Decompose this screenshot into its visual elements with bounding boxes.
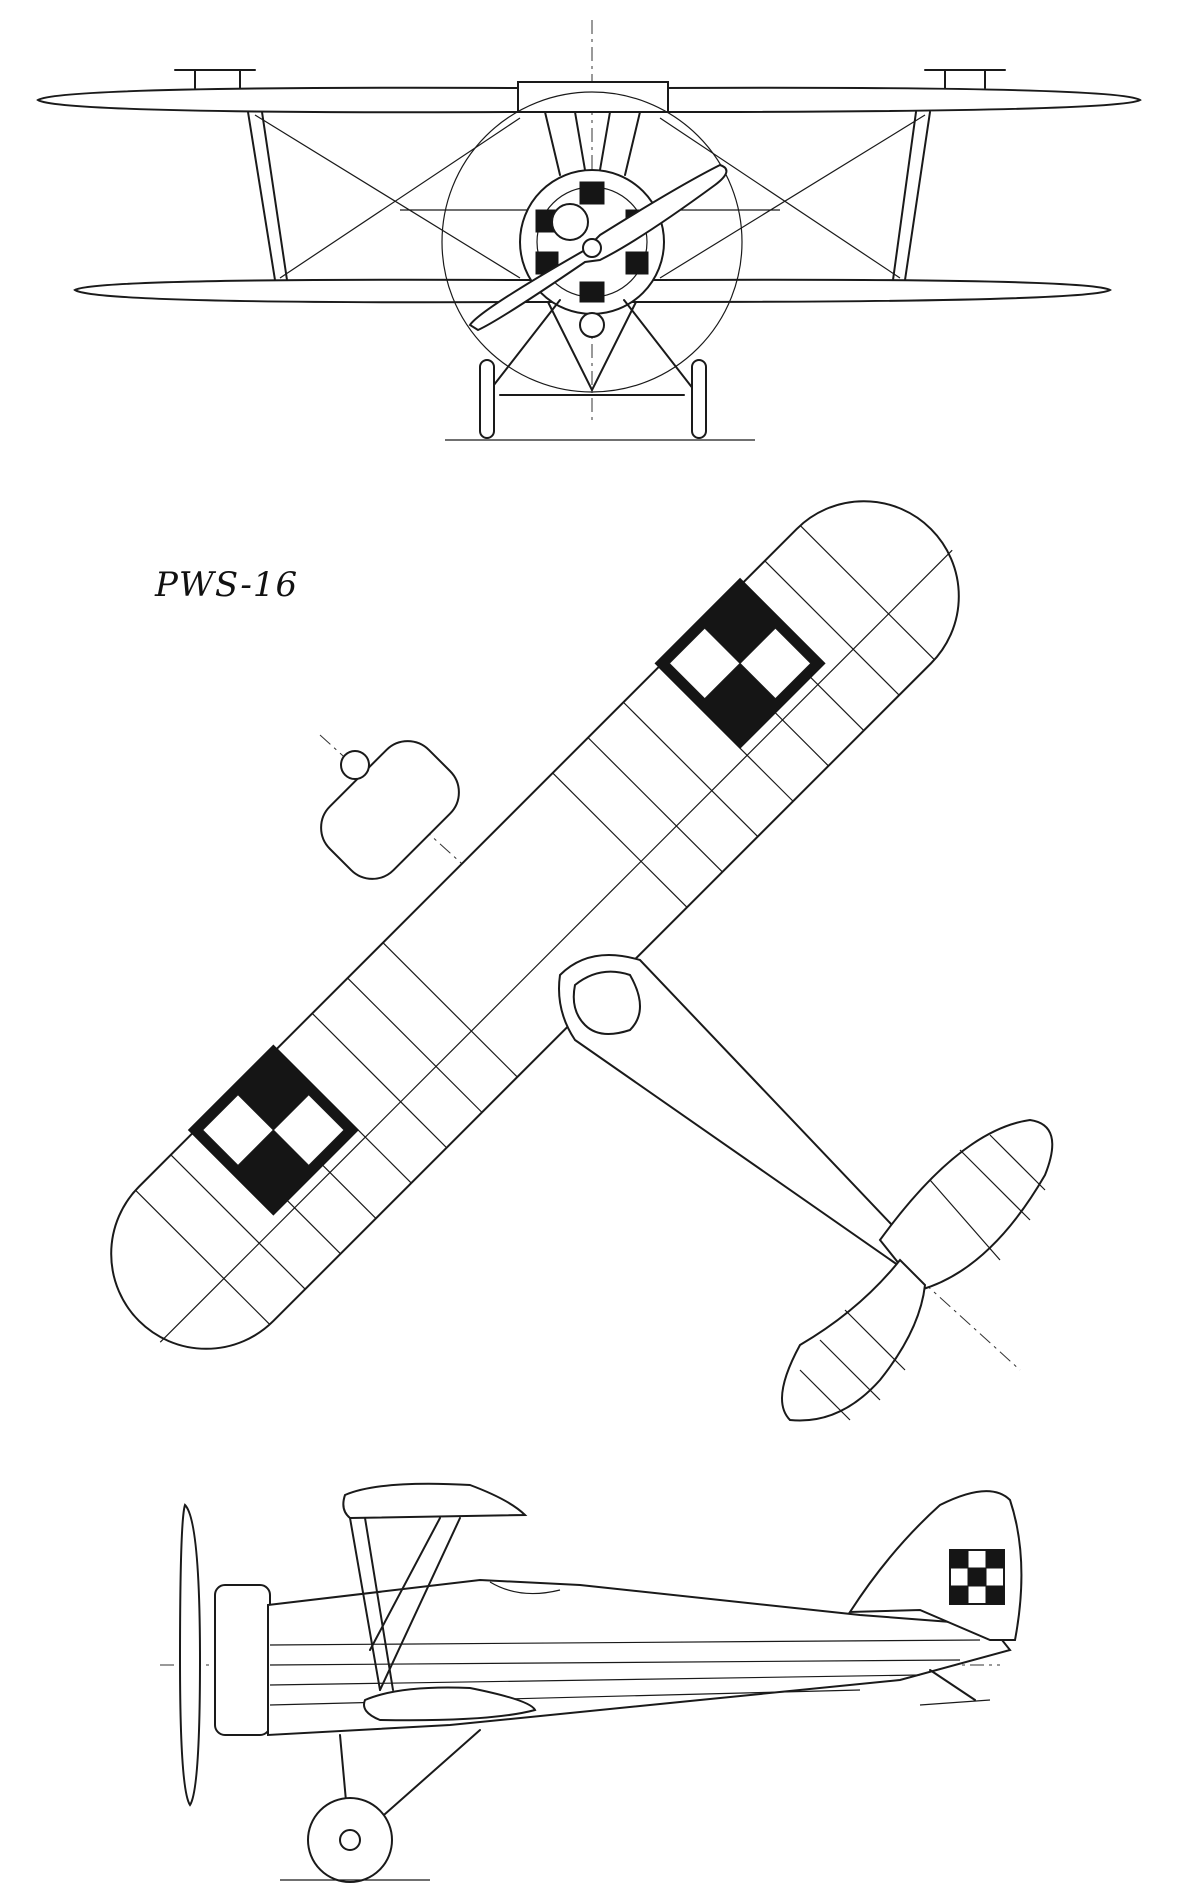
side-view xyxy=(160,1482,1023,1883)
aircraft-title: PWS-16 xyxy=(155,565,299,605)
front-view xyxy=(36,20,1142,441)
top-view xyxy=(110,500,1054,1422)
